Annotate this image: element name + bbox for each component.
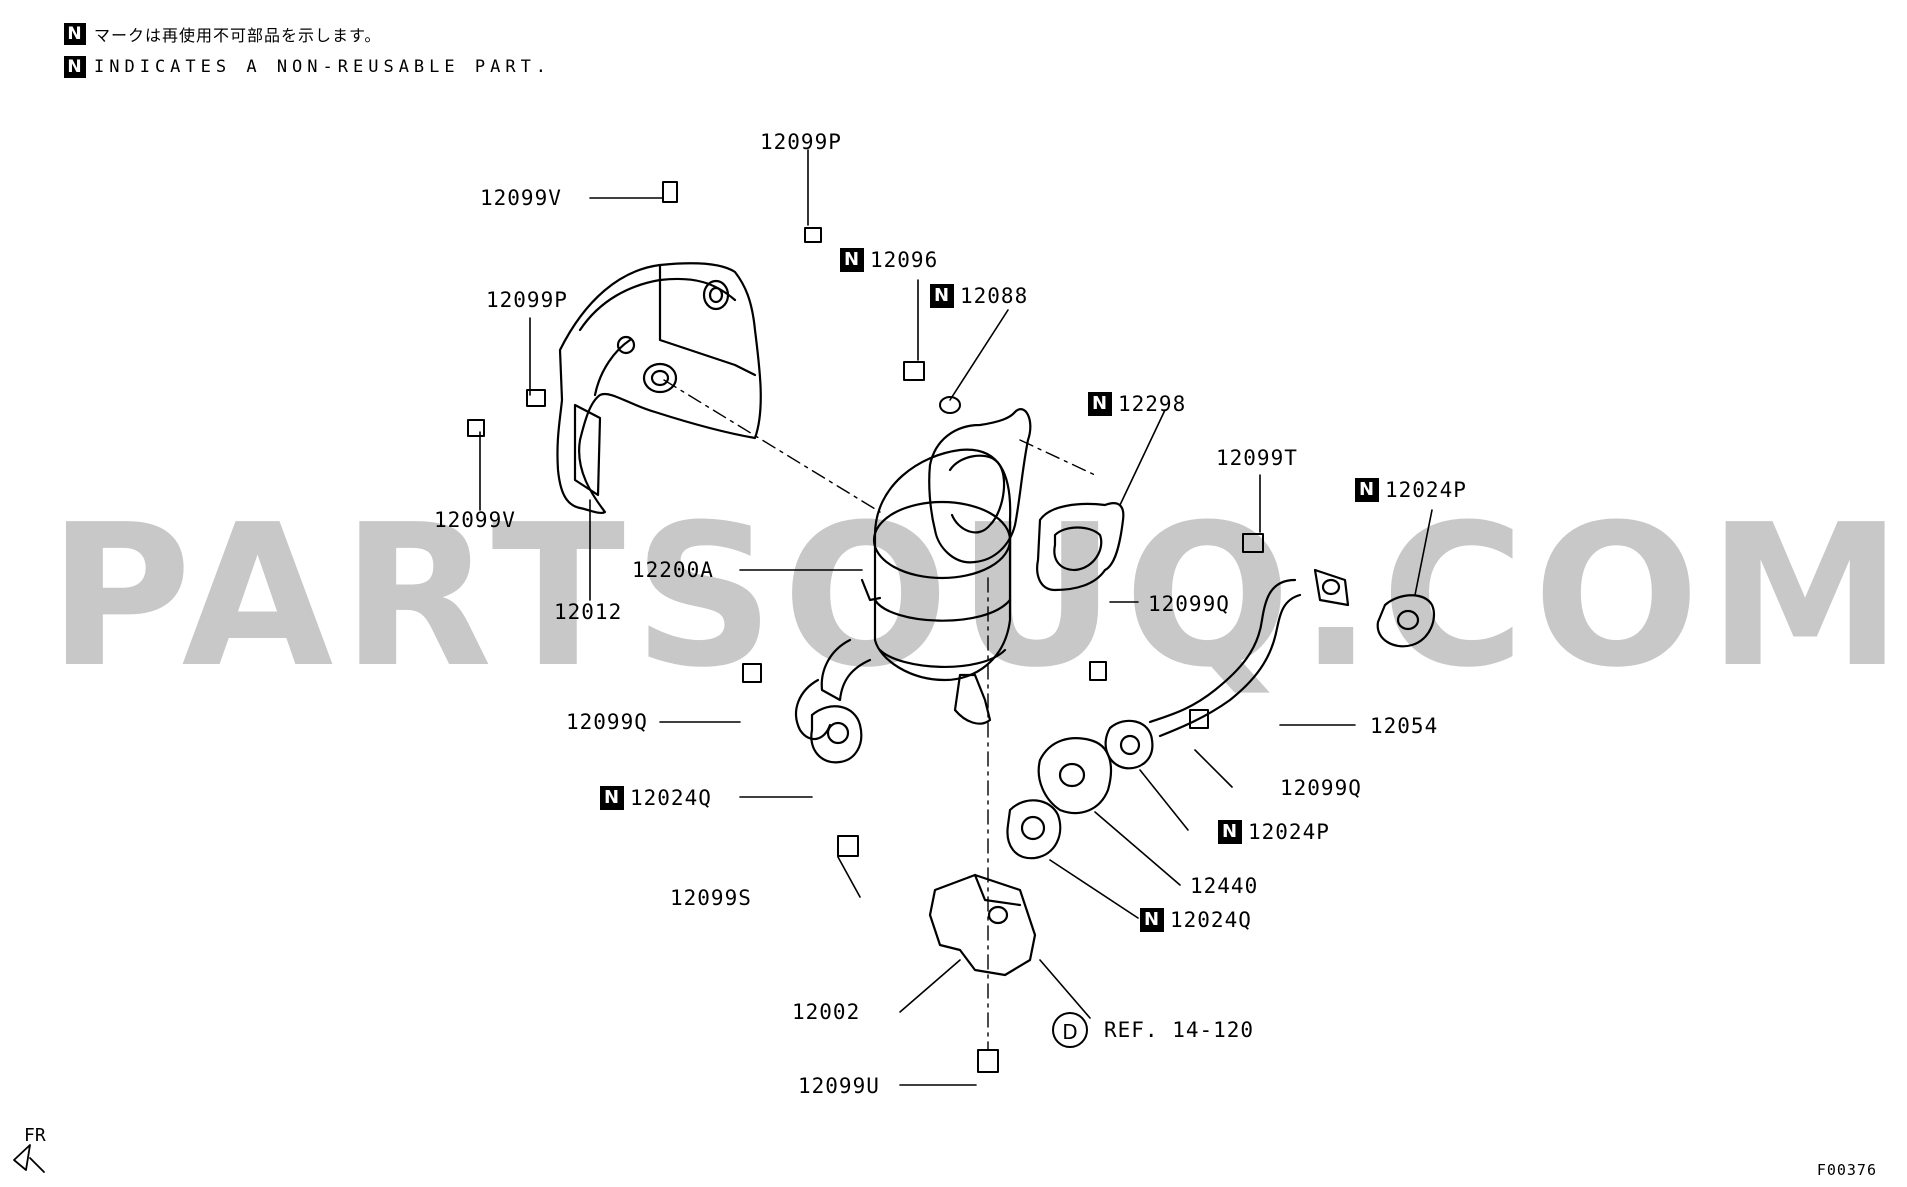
bolt-icon: [977, 1049, 999, 1073]
part-label[interactable]: 12099U: [798, 1074, 880, 1098]
part-label[interactable]: 12099T: [1216, 446, 1298, 470]
part-label[interactable]: 12099P: [760, 130, 842, 154]
legend-english: N INDICATES A NON-REUSABLE PART.: [64, 56, 551, 78]
bracket-12002: [928, 873, 1037, 977]
part-label[interactable]: 12099P: [486, 288, 568, 312]
part-label[interactable]: 12440: [1190, 874, 1259, 898]
nonreusable-mark: N: [1140, 908, 1164, 932]
nonreusable-mark: N: [930, 284, 954, 308]
nonreusable-mark: N: [64, 56, 86, 78]
part-label[interactable]: 12099Q: [1280, 776, 1362, 800]
heat-shield-12012: [556, 262, 762, 515]
washer-icon: [939, 396, 961, 414]
nonreusable-mark: N: [1088, 392, 1112, 416]
bolt-icon: [1189, 709, 1209, 729]
gasket-12024p-lower: [1104, 719, 1154, 770]
part-label[interactable]: 12200A: [632, 558, 714, 582]
part-label[interactable]: 12012: [554, 600, 623, 624]
bolt-icon: [1242, 533, 1264, 553]
egr-pipe-12054: [1148, 568, 1350, 738]
bolt-icon: [804, 227, 822, 243]
gasket-12298: [1036, 502, 1125, 592]
figure-number: F00376: [1816, 1161, 1877, 1179]
catalytic-converter: [795, 408, 1032, 741]
front-arrow-icon: [13, 1144, 45, 1173]
part-label[interactable]: 12099Q: [1148, 592, 1230, 616]
bolt-icon: [837, 835, 859, 857]
gasket-12024p-upper: [1376, 594, 1436, 648]
part-label[interactable]: 12002: [792, 1000, 861, 1024]
nonreusable-mark: N: [840, 248, 864, 272]
bolt-icons: [467, 181, 1264, 1073]
orientation-label: FR: [24, 1125, 46, 1146]
part-label[interactable]: 12099Q: [566, 710, 648, 734]
part-label[interactable]: 12099S: [670, 886, 752, 910]
nonreusable-mark: N: [1218, 820, 1242, 844]
nonreusable-mark: N: [600, 786, 624, 810]
legend-japanese-text: マークは再使用不可部品を示します。: [94, 26, 382, 45]
assembly-lines: [663, 379, 1096, 1051]
gasket-12024q-lower: [1006, 799, 1062, 860]
part-label[interactable]: REF. 14-120: [1104, 1018, 1255, 1042]
ref-circle: D: [1052, 1012, 1088, 1048]
legend-english-text: INDICATES A NON-REUSABLE PART.: [94, 57, 552, 77]
gasket-12024q-left: [810, 705, 863, 764]
part-label[interactable]: 12099V: [434, 508, 516, 532]
bolt-icon: [742, 663, 762, 683]
legend-japanese: N マークは再使用不可部品を示します。: [64, 22, 381, 46]
flange-12440: [1037, 737, 1112, 815]
bolt-icon: [526, 389, 546, 407]
part-label[interactable]: 12099V: [480, 186, 562, 210]
nonreusable-mark: N: [64, 23, 86, 45]
nut-icon: [903, 361, 925, 381]
bolt-icon: [662, 181, 678, 203]
leader-lines: [479, 149, 1433, 1086]
watermark: PARTSOUQ.COM: [48, 483, 1907, 711]
part-label[interactable]: 12054: [1370, 714, 1439, 738]
nonreusable-mark: N: [1355, 478, 1379, 502]
bolt-icon: [1089, 661, 1107, 681]
bolt-icon: [467, 419, 485, 437]
